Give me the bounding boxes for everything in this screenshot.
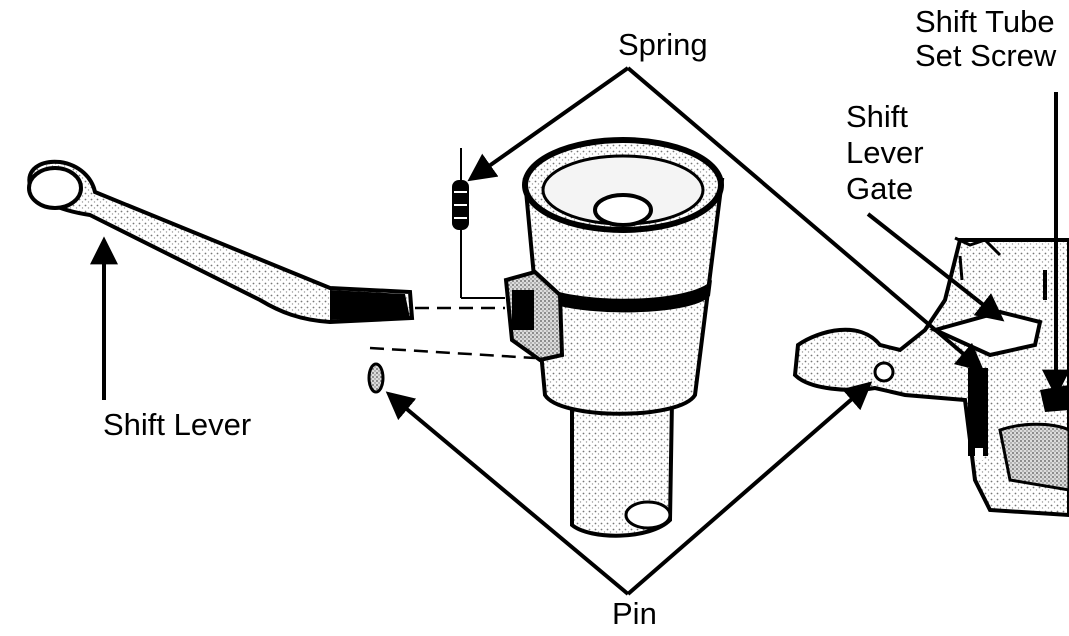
spring-label: Spring [618,27,708,62]
shift-lever-part [27,159,415,325]
pin-label: Pin [612,596,657,631]
alignment-lines [369,306,536,360]
spring-part [452,180,469,230]
spring-guide-line [460,148,505,299]
shift-lever-gate-label-line2: Lever [846,135,924,170]
callout-arrows [90,66,1069,596]
shift-tube-label-line2: Set Screw [915,38,1057,73]
shift-lever-gate-mechanism [792,236,1069,518]
shift-lever-label: Shift Lever [103,407,252,442]
spring-arrow-left [467,66,630,182]
shift-lever-gate-arrow [866,212,1005,322]
pin-part [367,362,385,394]
shift-tube-label-line1: Shift Tube [915,4,1055,39]
pin-arrow-left [385,391,630,596]
shift-lever-gate-label-line1: Shift [846,99,909,134]
shift-lever-gate-label-line3: Gate [846,171,914,206]
spring-arrow-right [626,66,985,372]
pin-arrow-right [626,381,873,596]
shift-tube-housing [503,137,725,538]
